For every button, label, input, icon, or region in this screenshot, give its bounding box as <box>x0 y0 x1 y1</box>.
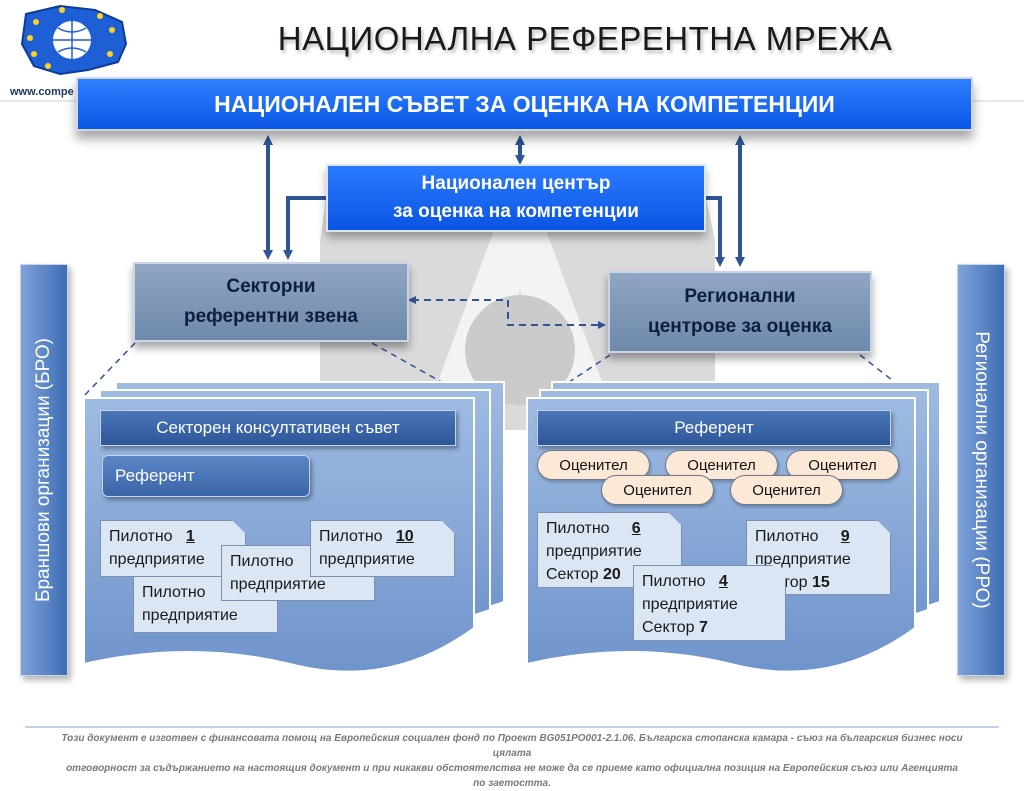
sector-units-line1: Секторни <box>226 276 316 297</box>
card-sector-number: 15 <box>812 574 830 591</box>
national-center-line2: за оценка на компетенции <box>393 201 639 222</box>
regional-centers-line1: Регионални <box>684 286 796 307</box>
footer-line1: Този документ е изготвен с финансовата п… <box>61 733 963 759</box>
right-referent-header: Референт <box>537 410 891 446</box>
sector-units-box: Секторни референтни звена <box>133 262 409 342</box>
regional-organizations-label: Регионални организации (РРО) <box>971 331 992 609</box>
evaluator-pill: Оценител <box>730 475 843 505</box>
card-number: 9 <box>840 528 850 545</box>
footer-line2: отговорност за съдържанието на настоящия… <box>66 763 958 789</box>
card-line2: предприятие <box>546 543 642 560</box>
left-referent-box: Референт <box>102 455 310 497</box>
card-sector-number: 7 <box>699 619 708 636</box>
national-center-box: Национален център за оценка на компетенц… <box>326 164 706 232</box>
evaluator-pill: Оценител <box>537 450 650 480</box>
sector-advisory-council-header: Секторен консултативен съвет <box>100 410 456 446</box>
card-line2: предприятие <box>109 551 205 568</box>
national-council-banner: НАЦИОНАЛЕН СЪВЕТ ЗА ОЦЕНКА НА КОМПЕТЕНЦИ… <box>76 77 973 131</box>
arrow-center-sector <box>283 196 326 260</box>
regional-organizations-bar: Регионални организации (РРО) <box>957 264 1005 676</box>
page-title: НАЦИОНАЛНА РЕФЕРЕНТНА МРЕЖА <box>277 20 893 57</box>
card-line1: Пилотно <box>546 520 610 537</box>
card-line1: Пилотно <box>642 573 706 590</box>
pilot-enterprise-card: Пилотно 4 предприятие Сектор 7 <box>633 565 786 641</box>
branch-organizations-bar: Браншови организации (БРО) <box>20 264 68 676</box>
card-number: 10 <box>395 528 414 545</box>
card-line2: предприятие <box>755 551 851 568</box>
website-link[interactable]: www.compe <box>10 86 74 98</box>
sector-units-line2: референтни звена <box>184 306 358 327</box>
card-number: 1 <box>185 528 195 545</box>
arrow-center-regional <box>706 196 725 267</box>
pilot-enterprise-card: Пилотно 10 предприятие <box>310 520 455 577</box>
card-number: 6 <box>631 520 641 537</box>
card-line2: предприятие <box>319 551 415 568</box>
card-number: 4 <box>718 573 728 590</box>
card-sector-label: Сектор <box>546 566 599 583</box>
card-line1: Пилотно <box>109 528 173 545</box>
card-line1: Пилотно <box>230 553 294 570</box>
regional-centers-line2: центрове за оценка <box>648 316 832 337</box>
card-line1: Пилотно <box>319 528 383 545</box>
card-line1: Пилотно <box>755 528 819 545</box>
card-sector-number: 20 <box>603 566 621 583</box>
pilot-enterprise-card: Пилотно 9 предприятие Сектор 15 <box>746 520 891 595</box>
card-line2: предприятие <box>142 607 238 624</box>
card-line1: Пилотно <box>142 584 206 601</box>
regional-centers-box: Регионални центрове за оценка <box>608 271 872 353</box>
dashed-arrow-sector-regional <box>408 296 606 329</box>
card-line2: предприятие <box>642 596 738 613</box>
card-line2: предприятие <box>230 576 326 593</box>
national-center-line1: Национален център <box>421 173 611 194</box>
logo-map-icon <box>20 4 128 76</box>
card-sector-label: Сектор <box>642 619 695 636</box>
branch-organizations-label: Браншови организации (БРО) <box>33 337 54 603</box>
footer-disclaimer: Този документ е изготвен с финансовата п… <box>60 731 964 791</box>
evaluator-pill: Оценител <box>601 475 714 505</box>
